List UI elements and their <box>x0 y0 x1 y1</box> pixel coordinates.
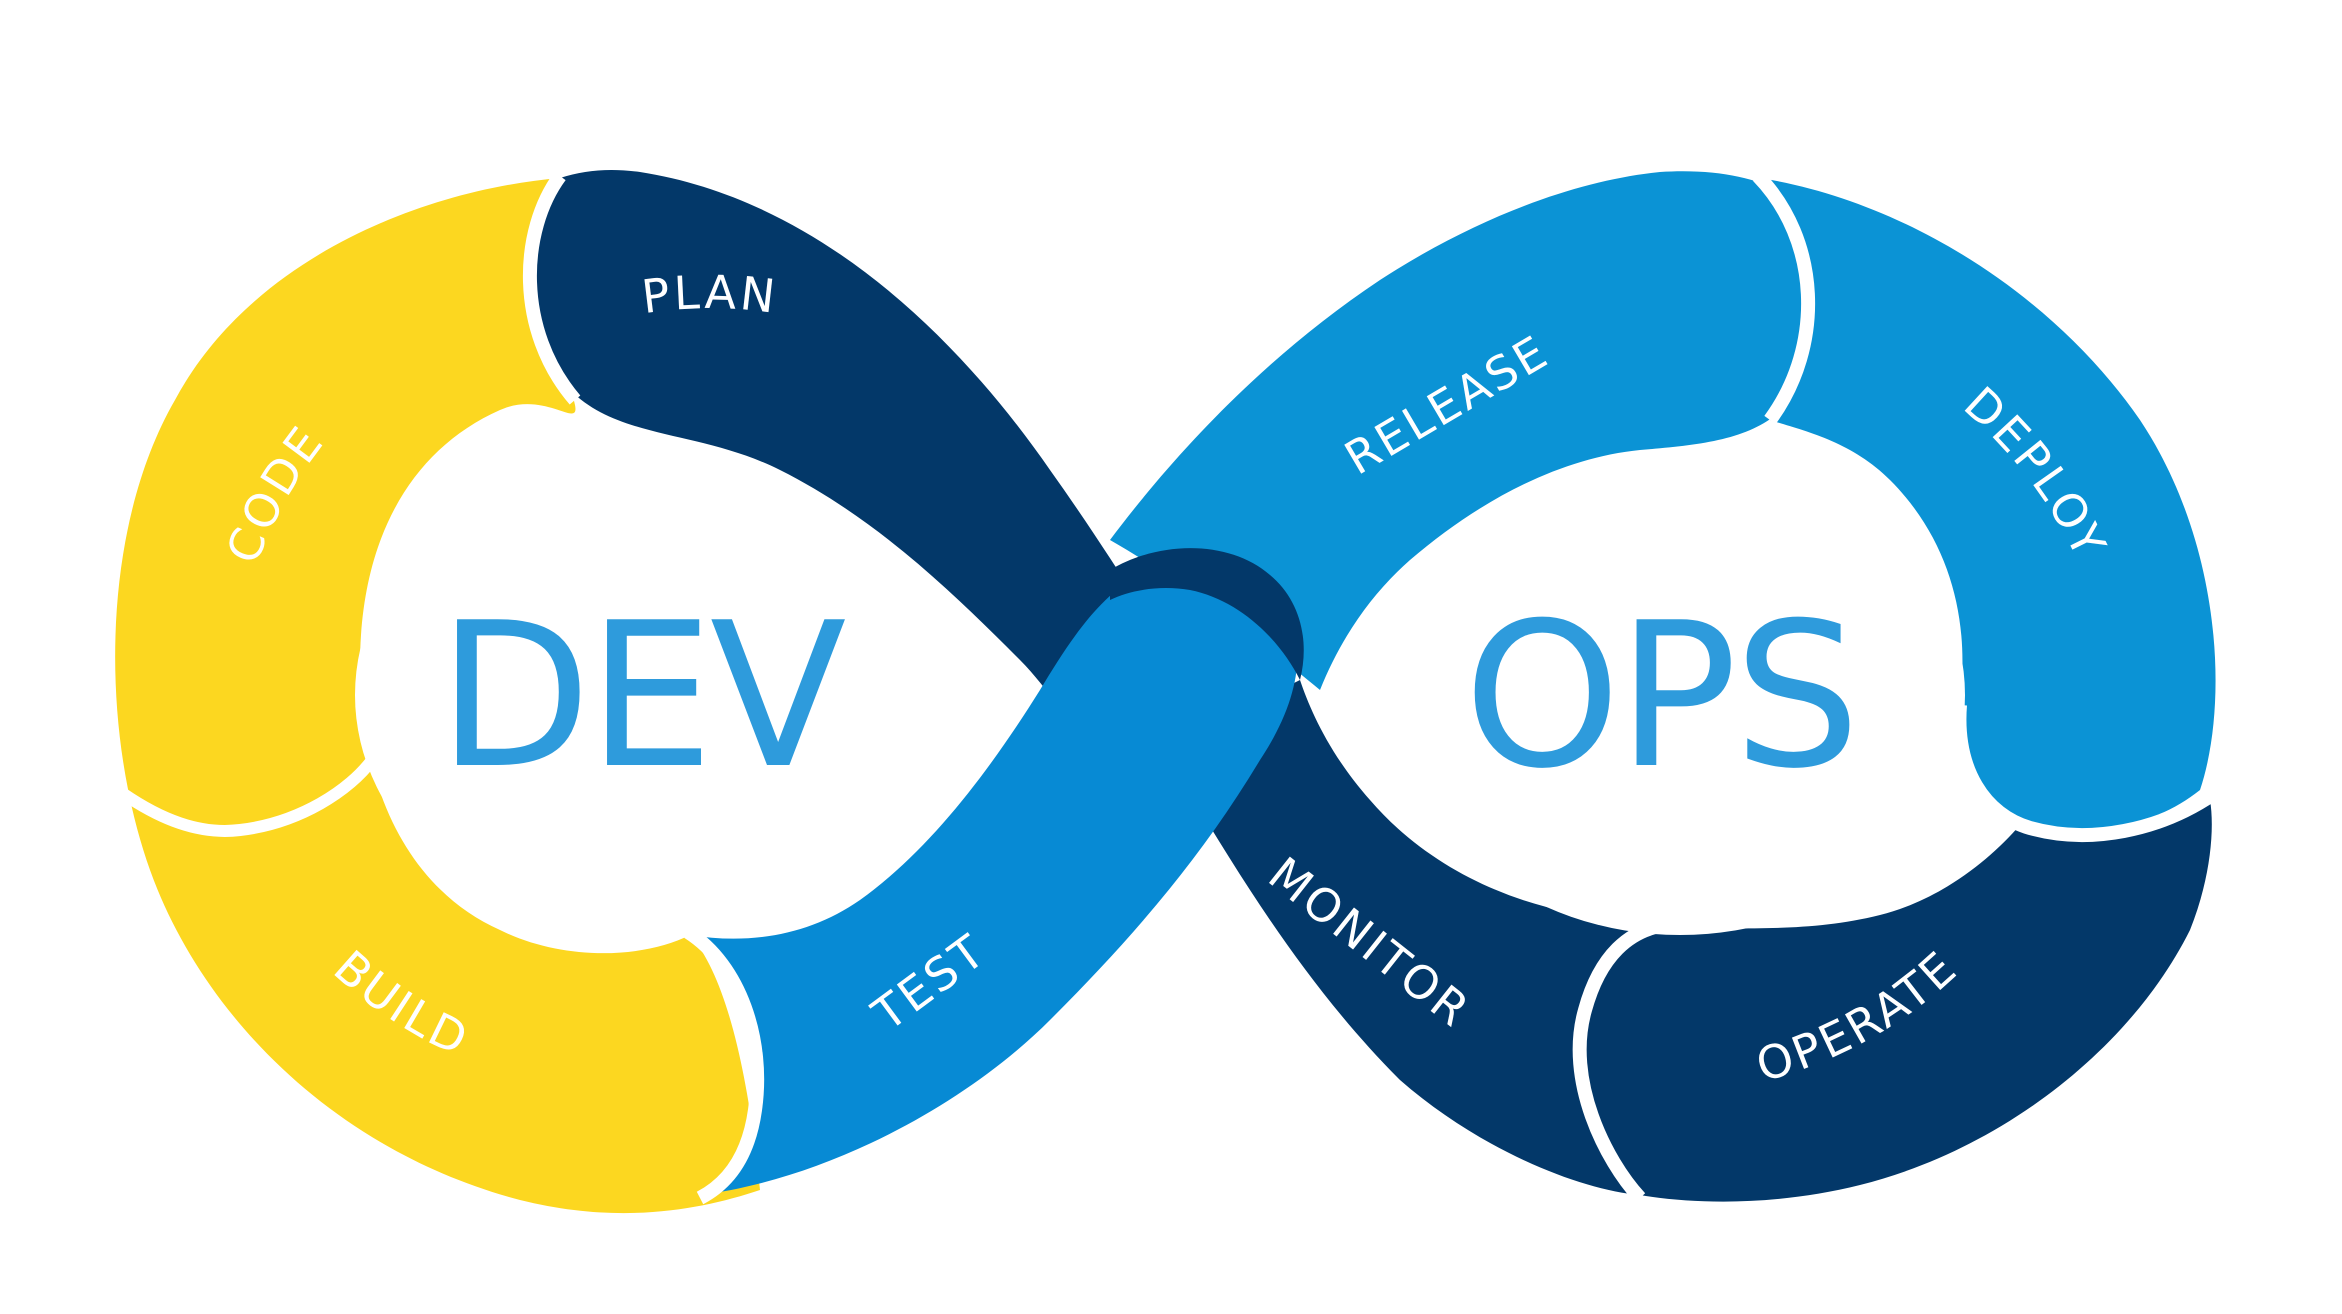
segment-deploy <box>1760 178 2216 830</box>
separator-deploy-operate <box>1952 704 2216 842</box>
separator-monitor-operate <box>1572 918 1667 1203</box>
segment-test <box>690 563 1298 1195</box>
segment-monitor <box>1170 680 1640 1195</box>
separator-code-build <box>114 756 377 837</box>
segment-operate <box>1573 800 2212 1202</box>
segment-plan <box>531 170 1200 770</box>
segment-release <box>1110 171 1820 691</box>
ops-hole <box>1395 455 1965 935</box>
crossing-shadow <box>1110 548 1304 680</box>
separator-code-plan <box>522 171 581 405</box>
ops-word: OPS <box>1464 580 1857 813</box>
dev-hole <box>355 455 925 935</box>
separator-build-test <box>684 926 765 1205</box>
dev-word: DEV <box>437 580 845 813</box>
separator-release-deploy <box>1752 171 1816 425</box>
segment-code-build <box>115 178 760 1214</box>
stage-label-plan: PLAN <box>639 265 781 324</box>
